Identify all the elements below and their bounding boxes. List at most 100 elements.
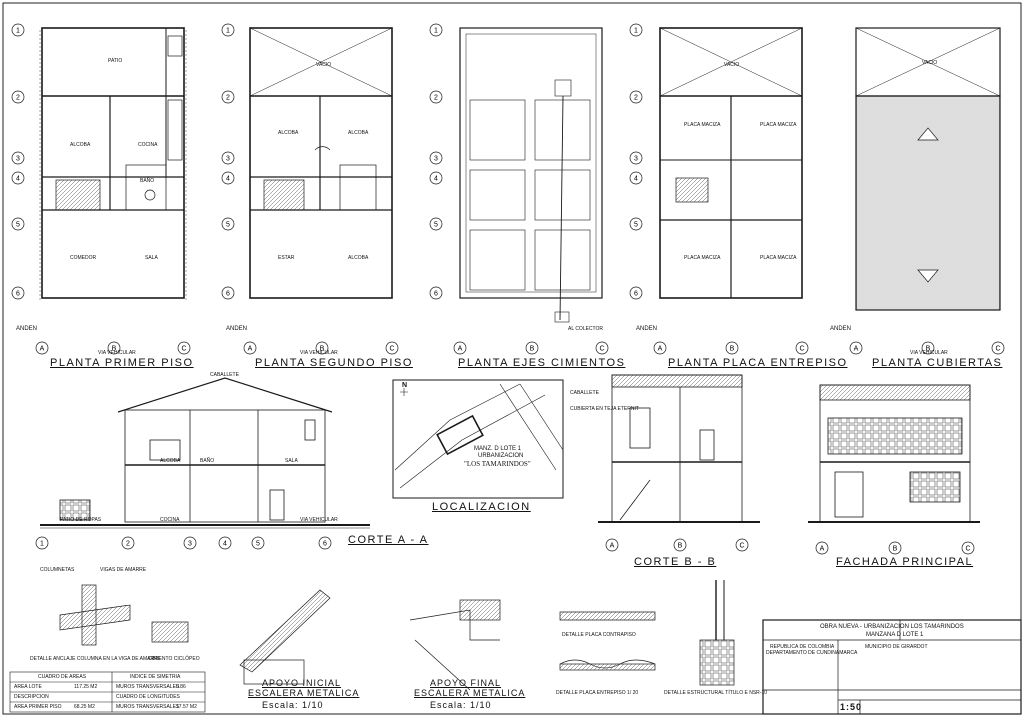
- axis-b-plan-5-label: B: [926, 346, 931, 353]
- axis-row-3-plan-4-label: 3: [634, 156, 638, 163]
- axis-row-6-plan-3: 6: [429, 286, 443, 300]
- label-via-vehicular-1: VIA VEHICULAR: [98, 350, 136, 356]
- room-comedor: COMEDOR: [70, 255, 97, 261]
- axis-b-plan-3-label: B: [530, 346, 535, 353]
- plan-title-primer-piso: PLANTA PRIMER PISO: [50, 357, 194, 369]
- axis-row-2-plan-3-label: 2: [434, 95, 438, 102]
- room-cocina-cut: COCINA: [160, 517, 180, 523]
- title-municipality: MUNICIPIO DE GIRARDOT: [865, 644, 928, 650]
- room-cocina: COCINA: [138, 142, 158, 148]
- axis-c-plan-5-label: C: [995, 346, 1000, 353]
- label-anden-1: ANDEN: [16, 326, 38, 332]
- title-department: DEPARTAMENTO DE CUNDINAMARCA: [766, 650, 858, 656]
- axis-cut-bb-A: A: [605, 538, 619, 552]
- symmetry-row-value-0: 0.86: [176, 684, 186, 690]
- loc-north: N: [402, 382, 409, 389]
- axis-c-plan-1: C: [177, 341, 191, 355]
- detail-title-contrapiso: DETALLE PLACA CONTRAPISO: [562, 632, 636, 638]
- axis-row-1-plan-2-label: 1: [226, 28, 230, 35]
- detail-apoyo-inicial: [239, 589, 331, 685]
- plan-placa-entrepiso: [659, 27, 803, 299]
- axis-row-3-plan-3-label: 3: [434, 156, 438, 163]
- axis-row-3-plan-1-label: 3: [16, 156, 20, 163]
- facade-principal: [808, 384, 980, 523]
- axis-a-plan-2-label: A: [248, 346, 253, 353]
- loc-text-3: "LOS TAMARINDOS": [464, 460, 531, 468]
- axis-c-plan-4-label: C: [799, 346, 804, 353]
- section-title-corte-b-b: CORTE B - B: [634, 556, 717, 568]
- areas-row-label-0: AREA LOTE: [14, 684, 42, 690]
- section-corte-a-a: [40, 377, 370, 529]
- axis-cut-aa-3-label: 3: [188, 541, 192, 548]
- location-map: [392, 379, 564, 499]
- plan-title-cubiertas: PLANTA CUBIERTAS: [872, 357, 1003, 369]
- detail-title-cimiento: CIMIENTO CICLÓPEO: [148, 656, 200, 662]
- axis-row-5-plan-2: 5: [221, 217, 235, 231]
- axis-cut-aa-6: 6: [318, 536, 332, 550]
- detail-title-columnetas: COLUMNETAS: [40, 567, 75, 573]
- axis-row-6-plan-1: 6: [11, 286, 25, 300]
- axis-row-4-plan-3: 4: [429, 171, 443, 185]
- title-scale: 1:50: [840, 702, 863, 712]
- room-alcoba-3: ALCOBA: [348, 130, 369, 136]
- axis-a-plan-5-label: A: [854, 346, 859, 353]
- axis-b-plan-3: B: [525, 341, 539, 355]
- axis-row-6-plan-4-label: 6: [634, 291, 638, 298]
- axis-row-2-plan-1: 2: [11, 90, 25, 104]
- axis-row-5-plan-1: 5: [11, 217, 25, 231]
- axis-row-1-plan-3: 1: [429, 23, 443, 37]
- axis-cut-aa-2-label: 2: [126, 541, 130, 548]
- detail-columnetas: [59, 584, 189, 646]
- detail-title-estructural: DETALLE ESTRUCTURAL TÍTULO E NSR-10: [664, 690, 767, 696]
- axis-row-5-plan-2-label: 5: [226, 222, 230, 229]
- axis-c-plan-3: C: [595, 341, 609, 355]
- room-vacio-2: VACIO: [724, 62, 740, 68]
- axis-row-1-plan-4-label: 1: [634, 28, 638, 35]
- axis-row-1-plan-3-label: 1: [434, 28, 438, 35]
- room-bano-cut: BAÑO: [200, 458, 215, 464]
- axis-row-4-plan-2: 4: [221, 171, 235, 185]
- room-alcoba-2: ALCOBA: [278, 130, 299, 136]
- plan-ejes-cimientos: [459, 27, 603, 323]
- axis-cut-aa-5-label: 5: [256, 541, 260, 548]
- plan-segundo-piso: [249, 27, 393, 299]
- axis-cut-aa-4-label: 4: [223, 541, 227, 548]
- axis-a-plan-4: A: [653, 341, 667, 355]
- axis-fachada-B-label: B: [893, 546, 898, 553]
- axis-row-4-plan-1-label: 4: [16, 176, 20, 183]
- detail-title-escalera-1: ESCALERA METALICA: [248, 688, 360, 698]
- axis-cut-bb-A-label: A: [610, 543, 615, 550]
- axis-cut-aa-3: 3: [183, 536, 197, 550]
- axis-c-plan-5: C: [991, 341, 1005, 355]
- label-al-colector: AL COLECTOR: [568, 326, 604, 332]
- axis-row-5-plan-3: 5: [429, 217, 443, 231]
- plan-title-ejes-cimientos: PLANTA EJES CIMIENTOS: [458, 357, 626, 369]
- title-block-frame: [762, 619, 1022, 715]
- axis-row-6-plan-1-label: 6: [16, 291, 20, 298]
- axis-a-plan-4-label: A: [658, 346, 663, 353]
- title-project: OBRA NUEVA - URBANIZACION LOS TAMARINDOS: [820, 624, 964, 630]
- detail-estructural: [699, 580, 735, 686]
- axis-row-3-plan-3: 3: [429, 151, 443, 165]
- axis-c-plan-2: C: [385, 341, 399, 355]
- room-patio-ropas: PATIO DE ROPAS: [60, 517, 102, 523]
- section-corte-b-b: [598, 374, 760, 523]
- axis-row-2-plan-4: 2: [629, 90, 643, 104]
- areas-table-header: CUADRO DE AREAS: [38, 674, 87, 680]
- axis-a-plan-1: A: [35, 341, 49, 355]
- axis-row-6-plan-3-label: 6: [434, 291, 438, 298]
- axis-cut-aa-2: 2: [121, 536, 135, 550]
- symmetry-row-label-0: MUROS TRANSVERSALES: [116, 684, 180, 690]
- symmetry-row-label-2: MUROS TRANSVERSALES: [116, 704, 180, 710]
- label-caballete-1: CABALLETE: [210, 372, 239, 378]
- axis-b-plan-4-label: B: [730, 346, 735, 353]
- axis-fachada-C: C: [961, 541, 975, 555]
- axis-cut-bb-B-label: B: [678, 543, 683, 550]
- axis-row-1-plan-1-label: 1: [16, 28, 20, 35]
- title-lot: MANZANA D LOTE 1: [866, 632, 924, 638]
- axis-cut-aa-4: 4: [218, 536, 232, 550]
- room-alcoba-4: ALCOBA: [348, 255, 369, 261]
- axis-cut-bb-C: C: [735, 538, 749, 552]
- axis-row-3-plan-2-label: 3: [226, 156, 230, 163]
